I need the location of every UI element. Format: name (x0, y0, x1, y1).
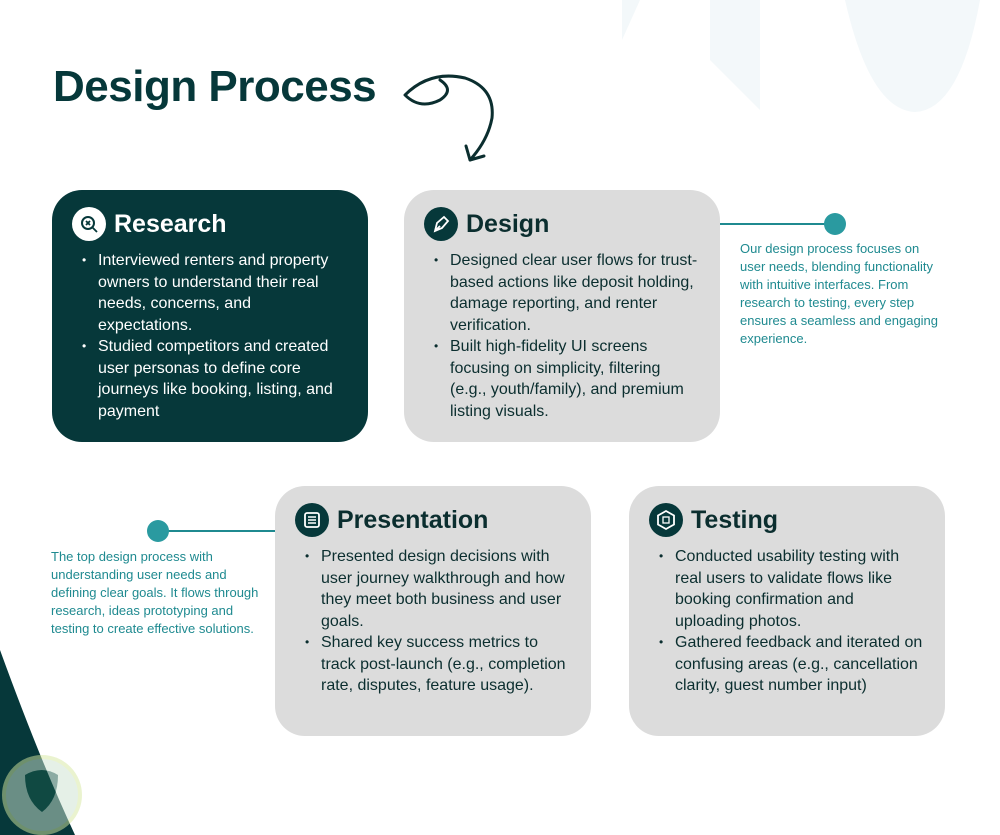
pen-icon (424, 207, 458, 241)
bullet: Studied competitors and created user per… (82, 336, 348, 422)
watermark-logo (2, 755, 82, 835)
connector-dot (147, 520, 169, 542)
right-note: Our design process focuses on user needs… (740, 241, 939, 346)
page-title: Design Process (53, 62, 377, 111)
connector-dot (824, 213, 846, 235)
cube-icon (649, 503, 683, 537)
search-icon (72, 207, 106, 241)
bullet: Interviewed renters and property owners … (82, 250, 348, 336)
bullet: Gathered feedback and iterated on confus… (659, 632, 925, 697)
bullet: Designed clear user flows for trust-base… (434, 250, 700, 336)
research-card: Research Interviewed renters and propert… (52, 190, 368, 442)
curly-arrow-icon (403, 74, 494, 162)
bullet: Presented design decisions with user jou… (305, 546, 571, 632)
bullet: Built high-fidelity UI screens focusing … (434, 336, 700, 422)
design-card: Design Designed clear user flows for tru… (404, 190, 720, 442)
presentation-card: Presentation Presented design decisions … (275, 486, 591, 736)
left-note: The top design process with understandin… (51, 549, 259, 636)
card-title: Research (114, 209, 227, 238)
connector-line (720, 223, 830, 225)
list-icon (295, 503, 329, 537)
card-title: Presentation (337, 505, 489, 534)
bullet: Shared key success metrics to track post… (305, 632, 571, 697)
testing-card: Testing Conducted usability testing with… (629, 486, 945, 736)
card-title: Design (466, 209, 550, 238)
bullet: Conducted usability testing with real us… (659, 546, 925, 632)
connector-line (160, 530, 275, 532)
card-title: Testing (691, 505, 779, 534)
